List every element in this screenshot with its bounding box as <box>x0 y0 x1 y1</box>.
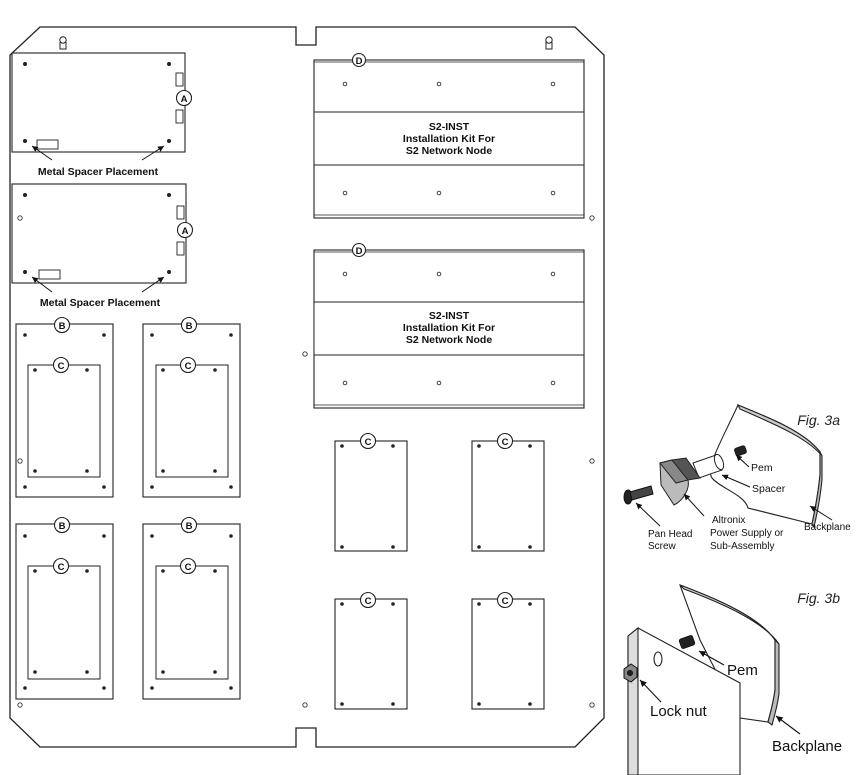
svg-text:C: C <box>58 562 65 573</box>
kit-title: S2-INST <box>429 310 470 322</box>
svg-text:C: C <box>502 437 509 448</box>
callout-d: D <box>351 52 367 68</box>
svg-text:A: A <box>181 94 188 105</box>
callout-d: D <box>351 242 367 258</box>
spacer-arrows <box>31 145 165 161</box>
callout-c: C <box>496 432 514 450</box>
b-assembly-row2-left <box>15 523 114 700</box>
pem-label: Pem <box>751 462 773 474</box>
metal-spacer-label: Metal Spacer Placement <box>38 166 159 178</box>
spacer-arrows <box>31 276 165 293</box>
backplane-section <box>709 403 823 529</box>
svg-text:C: C <box>58 361 65 372</box>
callout-c: C <box>179 557 197 575</box>
metal-spacer-label: Metal Spacer Placement <box>40 297 161 309</box>
locknut-label: Lock nut <box>650 703 708 720</box>
c-board-r1-left <box>334 440 408 552</box>
kit-title: S2-INST <box>429 121 470 133</box>
pem-stud <box>678 635 696 649</box>
s2-inst-kit-lower: S2-INST Installation Kit For S2 Network … <box>313 249 585 409</box>
backplane-label: Backplane <box>772 738 842 755</box>
fig-3a-title: Fig. 3a <box>797 412 840 428</box>
pem-stud <box>734 445 747 457</box>
callout-c: C <box>359 591 377 609</box>
callout-b: B <box>180 516 198 534</box>
c-board-r2-left <box>334 598 408 710</box>
fig-3b: Fig. 3b Pem Lock nut Backplane <box>623 584 842 775</box>
svg-text:C: C <box>365 596 372 607</box>
screw-label: Screw <box>648 541 677 552</box>
svg-text:C: C <box>365 437 372 448</box>
s2-inst-kit-upper: S2-INST Installation Kit For S2 Network … <box>313 59 585 219</box>
board-a-lower <box>11 183 187 284</box>
altronix-label: Sub-Assembly <box>710 541 774 552</box>
svg-text:B: B <box>186 321 193 332</box>
b-assembly-row2-right <box>142 523 241 700</box>
svg-text:C: C <box>185 361 192 372</box>
callout-c: C <box>179 356 197 374</box>
svg-text:C: C <box>502 596 509 607</box>
screw-label: Pan Head <box>648 529 692 540</box>
altronix-wedge <box>659 457 701 506</box>
callout-c: C <box>52 356 70 374</box>
svg-text:B: B <box>59 321 66 332</box>
kit-subtitle: S2 Network Node <box>406 145 493 157</box>
b-assembly-row1-right <box>142 323 241 498</box>
callout-a: A <box>175 89 193 107</box>
backplane-label: Backplane <box>804 522 851 533</box>
pem-label: Pem <box>727 662 758 679</box>
svg-text:A: A <box>182 226 189 237</box>
svg-text:B: B <box>186 521 193 532</box>
svg-text:D: D <box>356 246 363 257</box>
svg-text:B: B <box>59 521 66 532</box>
svg-text:D: D <box>356 56 363 67</box>
altronix-label: Power Supply or <box>710 528 784 539</box>
kit-subtitle: Installation Kit For <box>403 133 495 145</box>
fig-3a: Fig. 3a Pem Spacer <box>623 403 851 552</box>
lock-nut <box>623 663 638 683</box>
keyhole-icon <box>545 36 553 50</box>
callout-c: C <box>496 591 514 609</box>
spacer-part <box>692 453 725 479</box>
callout-a: A <box>176 221 194 239</box>
c-board-r1-right <box>471 440 545 552</box>
spacer-label: Spacer <box>752 483 786 495</box>
board-a-upper <box>11 52 186 153</box>
backplane-section <box>679 584 780 726</box>
mounting-holes <box>17 215 595 708</box>
mounting-plate <box>627 626 741 775</box>
fig-3b-title: Fig. 3b <box>797 590 840 606</box>
callout-b: B <box>180 316 198 334</box>
callout-c: C <box>52 557 70 575</box>
kit-subtitle: S2 Network Node <box>406 334 493 346</box>
backplane-outline <box>9 26 605 748</box>
pan-head-screw <box>623 485 654 505</box>
callout-c: C <box>359 432 377 450</box>
keyhole-icon <box>59 36 67 50</box>
c-board-r2-right <box>471 598 545 710</box>
callout-b: B <box>53 516 71 534</box>
kit-subtitle: Installation Kit For <box>403 322 495 334</box>
svg-text:C: C <box>185 562 192 573</box>
callout-b: B <box>53 316 71 334</box>
b-assembly-row1-left <box>15 323 114 498</box>
altronix-label: Altronix <box>712 515 745 526</box>
